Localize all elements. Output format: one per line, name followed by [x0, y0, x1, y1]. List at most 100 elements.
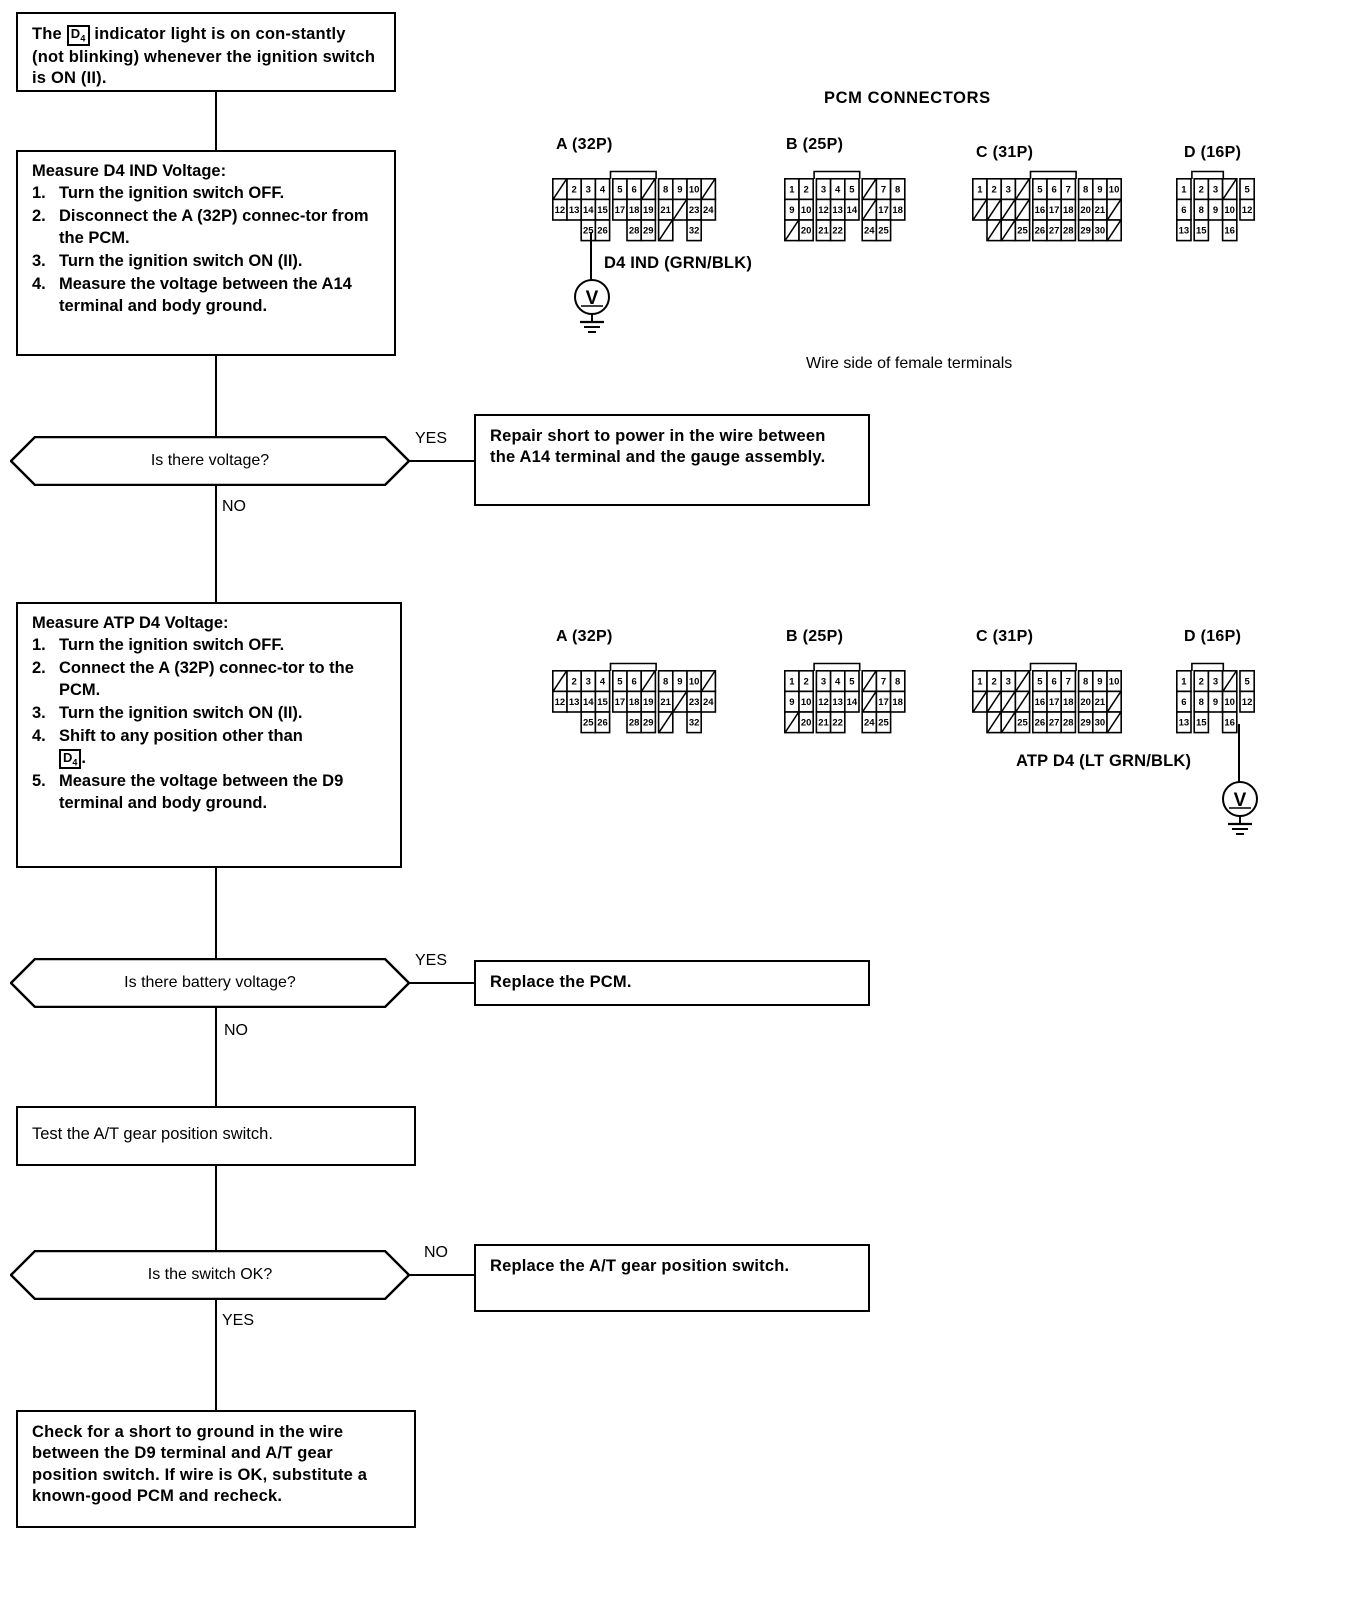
- svg-text:17: 17: [878, 697, 889, 708]
- test-switch-text: Test the A/T gear position switch.: [32, 1125, 273, 1143]
- decision-is-there-battery-voltage[interactable]: Is there battery voltage?: [10, 958, 410, 1008]
- svg-text:18: 18: [629, 697, 640, 708]
- decision-is-there-voltage[interactable]: Is there voltage?: [10, 436, 410, 486]
- svg-text:26: 26: [1035, 718, 1046, 729]
- svg-text:30: 30: [1095, 226, 1106, 237]
- svg-text:13: 13: [569, 697, 580, 708]
- svg-text:14: 14: [847, 697, 858, 708]
- branch-label-no-2: NO: [224, 1022, 248, 1039]
- pcm-connectors-header: PCM CONNECTORS: [824, 89, 991, 107]
- replace-switch-box: Replace the A/T gear position switch.: [474, 1244, 870, 1312]
- svg-text:16: 16: [1224, 718, 1235, 729]
- connector-line-decision2-to-test: [215, 1008, 217, 1106]
- svg-text:21: 21: [1095, 205, 1106, 216]
- svg-text:28: 28: [629, 226, 640, 237]
- decision-label: Is there battery voltage?: [124, 974, 296, 991]
- svg-text:21: 21: [660, 697, 671, 708]
- connector-title-a-top: A (32P): [556, 136, 613, 153]
- svg-text:6: 6: [631, 184, 636, 195]
- probe-lead-top: [590, 232, 592, 280]
- signal-label-atp-d4: ATP D4 (LT GRN/BLK): [1016, 752, 1192, 770]
- svg-text:9: 9: [1097, 676, 1102, 687]
- svg-text:4: 4: [600, 184, 606, 195]
- svg-text:25: 25: [878, 226, 889, 237]
- connector-line-measure2-to-decision2: [215, 868, 217, 958]
- step-item: 5.Measure the voltage between the D9 ter…: [32, 772, 344, 813]
- svg-text:14: 14: [583, 205, 594, 216]
- svg-text:27: 27: [1049, 718, 1060, 729]
- svg-text:2: 2: [571, 676, 576, 687]
- svg-text:28: 28: [1063, 226, 1074, 237]
- svg-text:10: 10: [1224, 205, 1235, 216]
- probe-lead-bottom: [1238, 724, 1240, 782]
- svg-text:22: 22: [832, 718, 843, 729]
- svg-text:2: 2: [803, 184, 808, 195]
- svg-text:32: 32: [689, 718, 700, 729]
- decision-is-switch-ok[interactable]: Is the switch OK?: [10, 1250, 410, 1300]
- svg-text:2: 2: [1199, 185, 1204, 196]
- svg-text:17: 17: [1049, 697, 1060, 708]
- connector-title-d-bottom: D (16P): [1184, 628, 1242, 645]
- svg-text:3: 3: [586, 676, 591, 687]
- svg-text:4: 4: [600, 676, 606, 687]
- svg-text:15: 15: [597, 205, 608, 216]
- svg-text:5: 5: [1244, 185, 1250, 196]
- svg-text:32: 32: [689, 226, 700, 237]
- step-item: 3.Turn the ignition switch ON (II).: [32, 251, 303, 270]
- svg-text:5: 5: [1037, 184, 1043, 195]
- connector-title-d-top: D (16P): [1184, 144, 1242, 161]
- step-item: 2.Disconnect the A (32P) connec-tor from…: [32, 206, 369, 247]
- measure-atp-d4-box: Measure ATP D4 Voltage: 1.Turn the ignit…: [16, 602, 402, 868]
- final-check-box: Check for a short to ground in the wire …: [16, 1410, 416, 1528]
- branch-label-no-1: NO: [222, 498, 246, 515]
- svg-text:1: 1: [789, 184, 795, 195]
- svg-text:18: 18: [892, 697, 903, 708]
- svg-text:15: 15: [1196, 718, 1207, 729]
- svg-text:V: V: [1234, 790, 1247, 811]
- svg-text:10: 10: [801, 205, 812, 216]
- svg-text:V: V: [586, 288, 599, 309]
- svg-text:25: 25: [583, 718, 594, 729]
- svg-text:15: 15: [1196, 226, 1207, 237]
- svg-text:5: 5: [849, 676, 855, 687]
- svg-text:2: 2: [1199, 677, 1204, 688]
- svg-text:9: 9: [677, 184, 682, 195]
- svg-text:25: 25: [1017, 226, 1028, 237]
- connector-title-b-bottom: B (25P): [786, 628, 844, 645]
- branch-label-no-3: NO: [424, 1244, 448, 1261]
- svg-text:23: 23: [689, 697, 700, 708]
- svg-text:4: 4: [835, 676, 841, 687]
- symptom-box: The D4 indicator light is on con-stantly…: [16, 12, 396, 92]
- svg-text:8: 8: [663, 184, 668, 195]
- svg-text:13: 13: [569, 205, 580, 216]
- svg-text:10: 10: [1109, 676, 1120, 687]
- svg-text:3: 3: [1006, 184, 1011, 195]
- svg-text:7: 7: [1066, 676, 1071, 687]
- svg-text:25: 25: [1017, 718, 1028, 729]
- svg-text:27: 27: [1049, 226, 1060, 237]
- voltmeter-bottom: V: [1220, 780, 1260, 843]
- step-item: 1.Turn the ignition switch OFF.: [32, 636, 285, 654]
- svg-text:9: 9: [677, 676, 682, 687]
- svg-text:8: 8: [895, 676, 900, 687]
- svg-text:7: 7: [1066, 184, 1071, 195]
- svg-text:12: 12: [555, 697, 566, 708]
- svg-text:20: 20: [801, 718, 812, 729]
- svg-text:26: 26: [597, 718, 608, 729]
- branch-line-yes-1: [410, 460, 475, 462]
- svg-text:5: 5: [1244, 677, 1250, 688]
- svg-text:28: 28: [629, 718, 640, 729]
- svg-text:8: 8: [895, 184, 900, 195]
- svg-text:6: 6: [1181, 205, 1186, 216]
- svg-text:29: 29: [643, 226, 654, 237]
- svg-text:3: 3: [821, 184, 826, 195]
- svg-text:8: 8: [1199, 697, 1204, 708]
- svg-text:18: 18: [1063, 205, 1074, 216]
- repair-short-text: Repair short to power in the wire betwee…: [490, 427, 826, 467]
- svg-text:8: 8: [1083, 676, 1088, 687]
